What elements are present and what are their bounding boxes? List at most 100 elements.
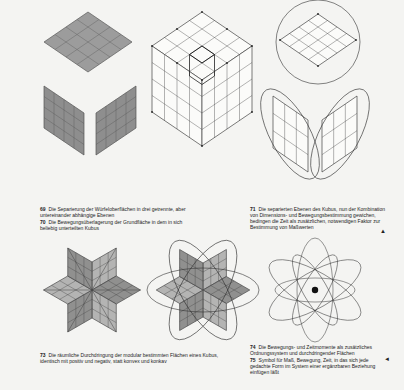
cube-face xyxy=(44,86,84,155)
caption-text: Symbol für Maß, Bewegung, Zeit, in das s… xyxy=(250,357,375,375)
figure-caption: 74Die Bewegungs- und Zeitmomente als zus… xyxy=(250,344,388,376)
grid-dot xyxy=(226,62,228,64)
grid-line xyxy=(66,27,110,57)
grid-line xyxy=(52,281,76,295)
grid-line xyxy=(96,118,136,145)
grid-line xyxy=(44,107,84,134)
grid-line xyxy=(239,55,240,121)
motion-ellipse xyxy=(275,278,355,302)
caption-text: Die Bewegungsüberlagerung der Grundfläch… xyxy=(40,219,182,231)
cube-face xyxy=(280,14,356,66)
caption-line: 75Symbol für Maß, Bewegung, Zeit, in das… xyxy=(250,357,388,375)
caption-text: Die räumliche Durchdringung der modular … xyxy=(40,352,218,364)
cube-face xyxy=(92,290,116,332)
grid-line xyxy=(273,113,308,137)
motion-ellipse xyxy=(156,231,250,350)
cube-face xyxy=(96,86,136,155)
grid-line xyxy=(322,131,357,155)
cube-face xyxy=(68,248,92,290)
grid-line xyxy=(296,112,297,164)
motion-ellipse xyxy=(261,248,369,331)
grid-line xyxy=(333,112,334,164)
grid-line xyxy=(100,257,101,285)
figure-number: 75 xyxy=(250,357,256,363)
grid-dot xyxy=(201,11,203,13)
motion-path xyxy=(190,46,215,63)
motion-ellipse xyxy=(285,249,346,330)
motion-ellipse xyxy=(299,80,381,187)
grid-line xyxy=(219,286,242,300)
cube-face xyxy=(44,12,132,72)
grid-line xyxy=(152,96,202,130)
cube-face xyxy=(202,46,252,146)
grid-line xyxy=(203,259,226,273)
grid-line xyxy=(83,257,84,285)
figure-caption: 71Die separierten Ebenen des Kubus, nun … xyxy=(250,206,388,231)
caption-text: Die separierten Ebenen des Kubus, nun de… xyxy=(250,206,385,230)
grid-line xyxy=(108,281,132,295)
pointer-symbol: ▲ xyxy=(380,228,386,234)
caption-line: 73Die räumliche Durchdringung der modula… xyxy=(40,352,220,364)
grid-line xyxy=(345,104,346,156)
grid-line xyxy=(126,93,127,135)
motion-ellipse xyxy=(156,231,250,350)
grid-line xyxy=(273,131,308,155)
cube-face xyxy=(322,96,357,172)
grid-dot xyxy=(355,39,357,41)
grid-line xyxy=(299,27,337,53)
grid-line xyxy=(75,253,76,281)
grid-line xyxy=(74,106,75,148)
motion-ellipse xyxy=(285,249,346,330)
caption-line: 71Die separierten Ebenen des Kubus, nun … xyxy=(250,206,388,230)
figure-caption: 69Die Separierung der Würfeloberflächen … xyxy=(40,206,190,232)
grid-line xyxy=(108,285,132,299)
grid-line xyxy=(187,254,188,281)
grid-line xyxy=(66,27,110,57)
axis-line xyxy=(68,248,92,290)
grid-dot xyxy=(176,62,178,64)
grid-dot xyxy=(251,45,253,47)
axis-line xyxy=(92,290,140,291)
center-mark xyxy=(312,287,318,293)
motion-circle xyxy=(276,0,360,84)
grid-line xyxy=(100,281,124,295)
grid-dot xyxy=(279,39,281,41)
motion-ellipse xyxy=(147,268,259,312)
grid-line xyxy=(218,299,219,326)
grid-line xyxy=(187,299,188,326)
motion-ellipse xyxy=(261,248,369,331)
cube-face xyxy=(152,46,202,146)
figure-number: 73 xyxy=(40,352,46,358)
grid-line xyxy=(96,107,136,134)
grid-line xyxy=(177,29,227,63)
caption-line: 69Die Separierung der Würfeloberflächen … xyxy=(40,206,190,218)
figure-caption: 73Die räumliche Durchdringung der modula… xyxy=(40,352,220,365)
grid-line xyxy=(218,254,219,281)
grid-line xyxy=(180,259,203,273)
grid-dot xyxy=(317,65,319,67)
cube-face xyxy=(203,290,226,331)
grid-line xyxy=(284,104,285,156)
caption-text: Die Bewegungs- und Zeitmomente als zusät… xyxy=(250,344,372,356)
grid-line xyxy=(100,295,101,323)
grid-line xyxy=(44,118,84,145)
grid-line xyxy=(180,308,203,322)
grid-line xyxy=(83,295,84,323)
axis-line xyxy=(68,290,92,332)
grid-line xyxy=(202,79,252,113)
axis-line xyxy=(92,290,116,332)
caption-line: 70Die Bewegungsüberlagerung der Grundflä… xyxy=(40,219,190,231)
grid-line xyxy=(164,281,187,295)
grid-line xyxy=(77,35,121,65)
axis-line xyxy=(92,248,116,290)
caption-text: Die Separierung der Würfeloberflächen in… xyxy=(40,206,186,218)
grid-dot xyxy=(317,13,319,15)
figure-number: 69 xyxy=(40,206,46,212)
cube-face xyxy=(273,96,308,172)
grid-line xyxy=(108,253,109,281)
grid-line xyxy=(55,35,99,65)
grid-line xyxy=(202,96,252,130)
pointer-symbol: ◄ xyxy=(384,356,390,362)
grid-line xyxy=(299,27,337,53)
axis-line xyxy=(44,290,92,291)
